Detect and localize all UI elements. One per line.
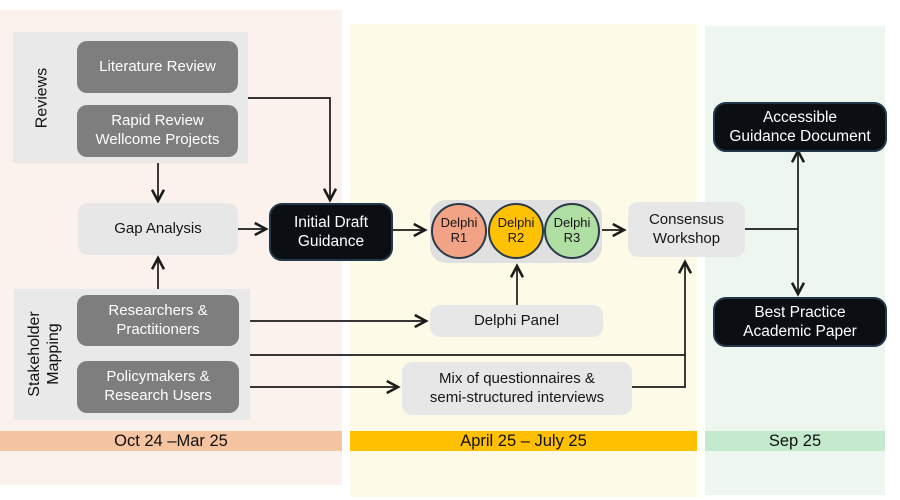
rapid-review-node: Rapid Review Wellcome Projects xyxy=(77,105,238,157)
mix-questionnaires-node: Mix of questionnaires & semi-structured … xyxy=(402,362,632,415)
policymakers-research-users-node: Policymakers & Research Users xyxy=(77,361,239,413)
delphi-r3-node: Delphi R3 xyxy=(544,203,600,259)
delphi-r1-node: Delphi R1 xyxy=(431,203,487,259)
reviews-group-label: Reviews xyxy=(33,67,51,129)
researchers-practitioners-node: Researchers & Practitioners xyxy=(77,295,239,346)
accessible-guidance-document-node: Accessible Guidance Document xyxy=(713,102,887,152)
timeline-bar-sep25: Sep 25 xyxy=(705,431,885,451)
delphi-panel-node: Delphi Panel xyxy=(430,305,603,337)
consensus-workshop-node: Consensus Workshop xyxy=(628,202,745,257)
literature-review-node: Literature Review xyxy=(77,41,238,93)
timeline-bar-apr25-jul25: April 25 – July 25 xyxy=(350,431,697,451)
delphi-r2-node: Delphi R2 xyxy=(488,203,544,259)
gap-analysis-node: Gap Analysis xyxy=(78,203,238,255)
timeline-bar-oct24-mar25: Oct 24 –Mar 25 xyxy=(0,431,342,451)
stakeholder-mapping-group-label: Stakeholder Mapping xyxy=(25,311,62,397)
initial-draft-guidance-node: Initial Draft Guidance xyxy=(269,203,393,261)
best-practice-academic-paper-node: Best Practice Academic Paper xyxy=(713,297,887,347)
